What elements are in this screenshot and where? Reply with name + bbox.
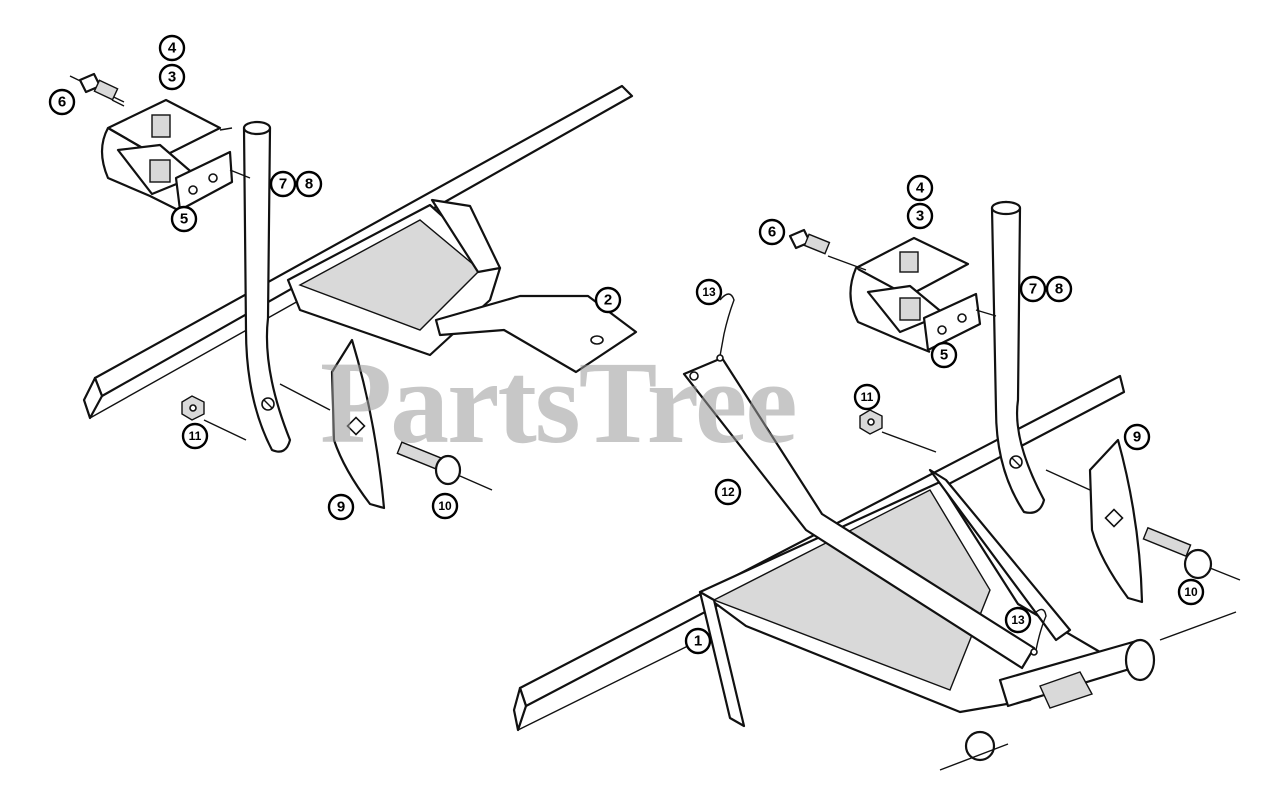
right-sweep-blade xyxy=(1045,438,1144,604)
left-carriage-bolt xyxy=(396,441,493,491)
svg-text:4: 4 xyxy=(916,180,925,197)
right-cross-shaft xyxy=(939,611,1237,771)
callout-left-2: 2 xyxy=(594,286,622,314)
svg-text:13: 13 xyxy=(702,285,716,299)
callout-left-10: 10 xyxy=(431,492,459,520)
svg-text:1: 1 xyxy=(694,633,702,650)
right-carriage-bolt xyxy=(1142,526,1241,581)
callout-right-11: 11 xyxy=(853,383,881,411)
svg-text:9: 9 xyxy=(1133,429,1141,446)
callout-left-8: 8 xyxy=(295,170,323,198)
svg-text:2: 2 xyxy=(604,292,612,309)
svg-text:10: 10 xyxy=(1184,585,1198,599)
callout-right-5: 5 xyxy=(930,341,958,369)
right-bolt xyxy=(788,228,867,271)
svg-text:3: 3 xyxy=(168,69,176,86)
callout-right-6: 6 xyxy=(758,218,786,246)
callout-left-9: 9 xyxy=(327,493,355,521)
callout-left-3: 3 xyxy=(158,63,186,91)
right-nut xyxy=(859,409,937,453)
svg-text:9: 9 xyxy=(337,499,345,516)
svg-text:8: 8 xyxy=(305,176,313,193)
svg-text:11: 11 xyxy=(189,429,202,443)
svg-text:11: 11 xyxy=(861,390,874,404)
callout-right-1: 1 xyxy=(684,627,712,655)
callout-right-12: 12 xyxy=(714,478,742,506)
svg-text:6: 6 xyxy=(768,224,776,241)
callout-right-13-bottom: 13 xyxy=(1004,606,1032,634)
callout-right-13-top: 13 xyxy=(695,278,723,306)
callout-left-11: 11 xyxy=(181,422,209,450)
right-clamp-bracket xyxy=(849,236,997,354)
svg-text:4: 4 xyxy=(168,40,177,57)
left-clamp-bracket xyxy=(100,98,251,212)
left-nut xyxy=(181,395,247,441)
left-sweep-blade xyxy=(279,338,386,510)
right-callouts: 4 3 6 5 7 8 13 11 xyxy=(684,174,1205,655)
callout-left-7: 7 xyxy=(269,170,297,198)
svg-text:10: 10 xyxy=(438,499,452,513)
right-hair-pin-bottom xyxy=(1030,608,1047,656)
callout-right-8: 8 xyxy=(1045,275,1073,303)
callout-right-3: 3 xyxy=(906,202,934,230)
callout-left-6: 6 xyxy=(48,88,76,116)
left-bolt xyxy=(69,72,125,103)
svg-text:5: 5 xyxy=(180,211,188,228)
right-hair-pin-top xyxy=(716,293,735,362)
svg-text:5: 5 xyxy=(940,347,948,364)
left-shank xyxy=(242,120,292,453)
svg-text:7: 7 xyxy=(279,176,287,193)
left-callouts: 4 3 6 5 7 8 2 11 xyxy=(48,34,622,521)
callout-left-5: 5 xyxy=(170,205,198,233)
svg-text:12: 12 xyxy=(721,485,735,499)
svg-text:3: 3 xyxy=(916,208,924,225)
svg-text:8: 8 xyxy=(1055,281,1063,298)
left-assembly xyxy=(69,72,638,510)
callout-right-7: 7 xyxy=(1019,275,1047,303)
right-assembly xyxy=(512,200,1241,771)
left-hitch-bracket xyxy=(286,198,638,374)
svg-text:7: 7 xyxy=(1029,281,1037,298)
svg-text:6: 6 xyxy=(58,94,66,111)
callout-right-9: 9 xyxy=(1123,423,1151,451)
callout-left-4: 4 xyxy=(158,34,186,62)
callout-right-10: 10 xyxy=(1177,578,1205,606)
left-leader-lines xyxy=(111,99,233,131)
svg-text:13: 13 xyxy=(1011,613,1025,627)
callout-right-4: 4 xyxy=(906,174,934,202)
watermark-text: PartsTree xyxy=(320,337,796,468)
right-shank xyxy=(990,200,1046,514)
